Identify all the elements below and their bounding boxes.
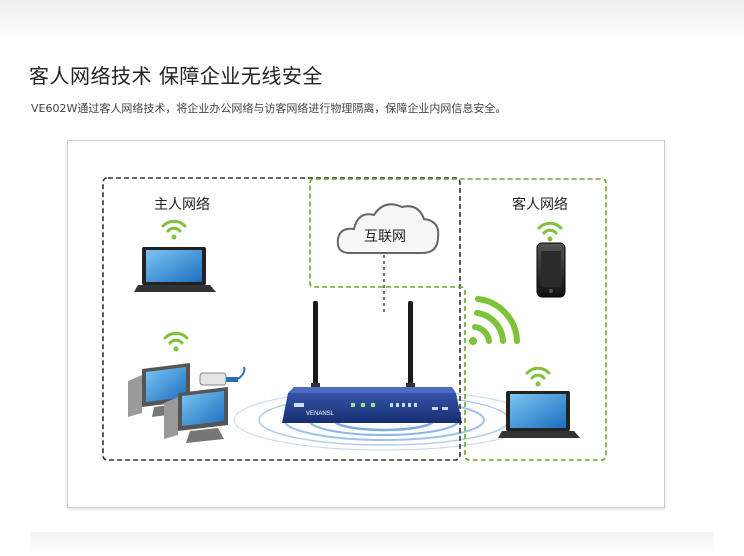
internet-cloud-icon <box>336 203 440 254</box>
wifi-icon <box>161 219 187 240</box>
top-shade <box>0 0 744 40</box>
page-subtitle: VE602W通过客人网络技术，将企业办公网络与访客网络进行物理隔离，保障企业内网… <box>31 102 507 115</box>
guest-network-boundary <box>309 178 607 461</box>
internet-label: 互联网 <box>364 229 406 245</box>
page-title: 客人网络技术 保障企业无线安全 <box>29 64 323 88</box>
guest-network-label: 客人网络 <box>512 197 568 213</box>
network-diagram: VENANSL <box>67 140 665 508</box>
desktop-pc-icon <box>128 363 190 417</box>
guest-wifi-arcs-icon <box>469 296 520 345</box>
router-brand-text: VENANSL <box>306 411 335 417</box>
guest-laptop-icon <box>498 391 580 438</box>
bottom-shade <box>30 532 714 556</box>
wifi-icon <box>163 331 189 352</box>
diagram-canvas: VENANSL <box>102 177 607 461</box>
smartphone-icon <box>536 242 566 298</box>
host-network-label: 主人网络 <box>154 197 210 213</box>
desktop-pc-icon <box>164 387 228 443</box>
wifi-icon <box>525 366 551 387</box>
wifi-icon <box>537 221 563 242</box>
router-device-icon <box>282 387 462 423</box>
router-antenna-icon <box>311 301 415 391</box>
host-laptop-icon <box>134 247 216 292</box>
network-cable-icon <box>199 366 246 386</box>
host-network-boundary <box>102 177 461 461</box>
